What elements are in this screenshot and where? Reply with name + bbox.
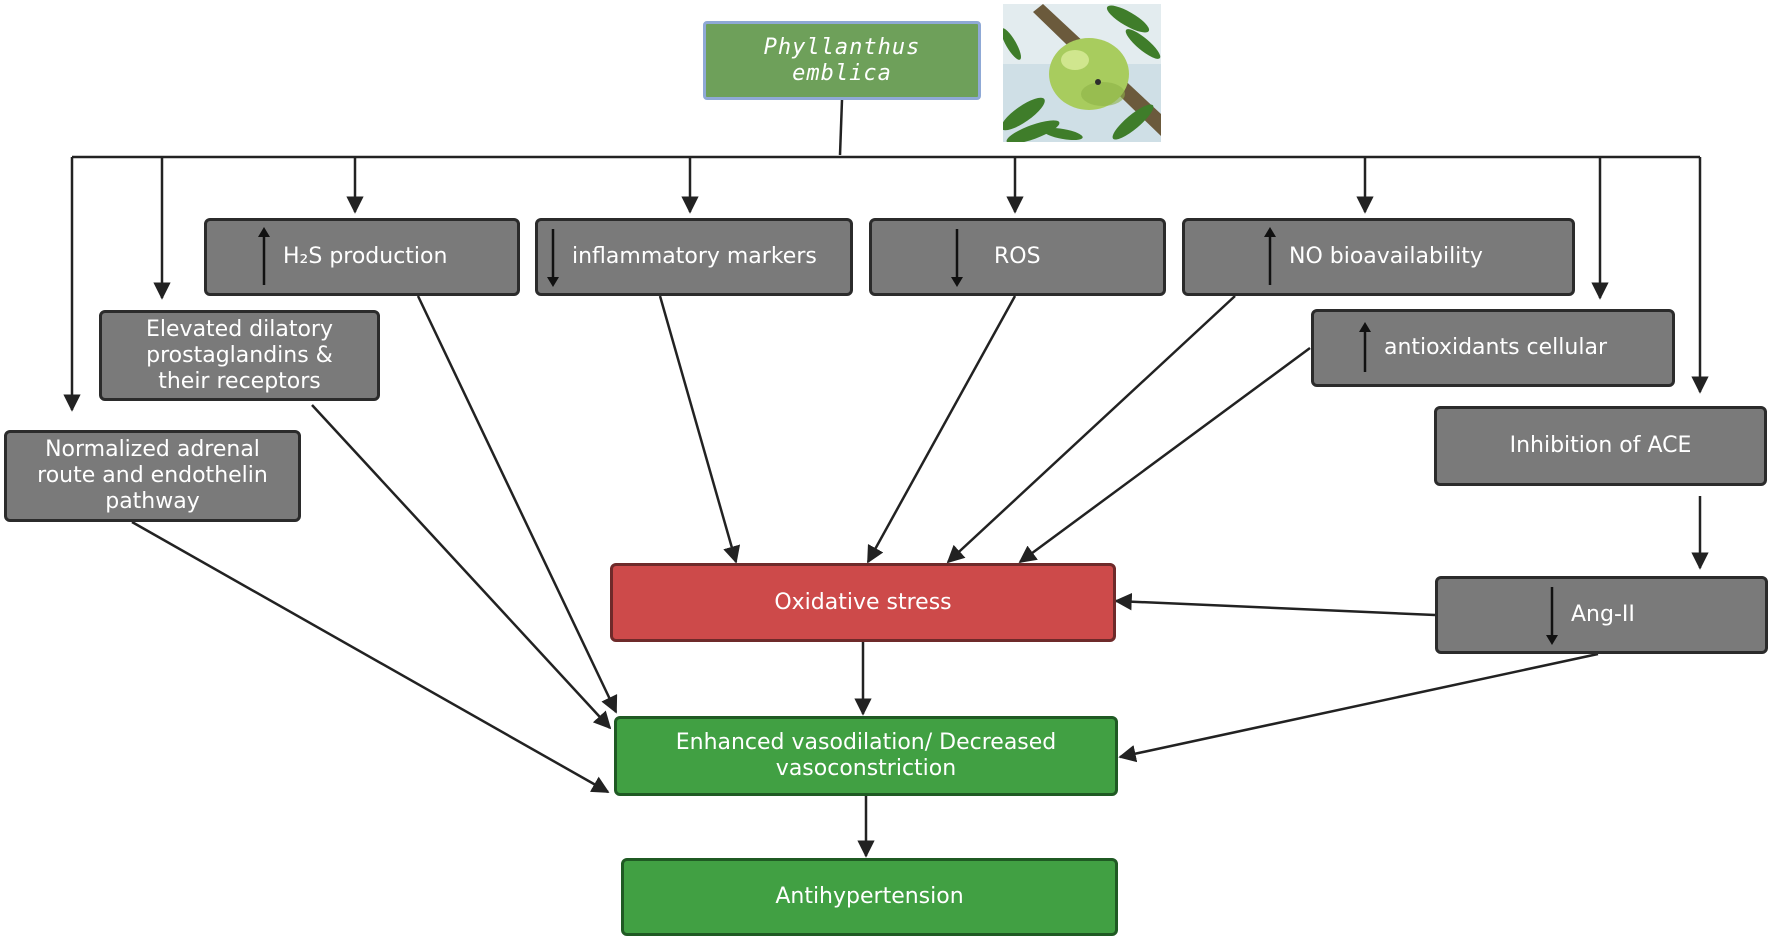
edge-ros-to-oxidative	[866, 295, 1017, 564]
down-arrow-icon	[950, 227, 964, 287]
amla-fruit-photo	[1003, 4, 1161, 142]
antioxidants-cellular-label: antioxidants cellular	[1384, 335, 1607, 360]
adrenal-label-line3: pathway	[105, 489, 200, 514]
root-label-line2: emblica	[792, 60, 892, 86]
h2s-production-label: H₂S production	[283, 244, 448, 269]
ace-inhibition-label: Inhibition of ACE	[1509, 433, 1692, 458]
prostaglandins-label-line1: Elevated dilatory	[146, 316, 333, 342]
phyllanthus-emblica-node: Phyllanthus emblica	[703, 21, 981, 100]
root-label-line1: Phyllanthus	[763, 34, 921, 60]
h2s-production-node: H₂S production	[204, 218, 520, 296]
adrenal-label-line2: route and endothelin	[37, 463, 268, 488]
ros-label: ROS	[994, 244, 1041, 269]
dilatory-prostaglandins-node: Elevated dilatory prostaglandins & their…	[99, 310, 380, 401]
edge-antioxidants-to-oxidative	[1018, 346, 1311, 564]
up-arrow-icon	[1358, 322, 1372, 374]
down-arrow-icon	[1545, 585, 1559, 645]
up-arrow-icon	[257, 227, 271, 287]
down-arrow-icon	[546, 227, 560, 287]
ang-ii-label: Ang-II	[1571, 602, 1635, 627]
edge-angii-to-oxidative	[1114, 592, 1436, 617]
antioxidants-cellular-node: antioxidants cellular	[1311, 309, 1675, 387]
antihypertension-node: Antihypertension	[621, 858, 1118, 936]
inflammatory-markers-node: inflammatory markers	[535, 218, 853, 296]
vasodilation-label-line1: Enhanced vasodilation/ Decreased	[675, 730, 1057, 755]
edge-inflammatory-to-oxidative	[658, 295, 741, 564]
root-stem	[838, 99, 844, 156]
edge-prostaglandins-to-vasodilation	[311, 404, 612, 730]
no-bioavailability-node: NO bioavailability	[1182, 218, 1575, 296]
oxidative-stress-label: Oxidative stress	[774, 589, 952, 615]
ang-ii-node: Ang-II	[1435, 576, 1768, 654]
edge-no-to-oxidative	[946, 295, 1236, 564]
edge-adrenal-to-vasodilation	[131, 520, 610, 794]
no-bioavailability-label: NO bioavailability	[1289, 244, 1483, 269]
edge-angii-to-vasodilation	[1118, 652, 1599, 763]
ace-inhibition-node: Inhibition of ACE	[1434, 406, 1767, 486]
ros-node: ROS	[869, 218, 1166, 296]
vasodilation-node: Enhanced vasodilation/ Decreased vasocon…	[614, 716, 1118, 796]
prostaglandins-label-line3: their receptors	[158, 368, 321, 394]
antihypertension-label: Antihypertension	[775, 884, 964, 909]
adrenal-label-line1: Normalized adrenal	[45, 437, 260, 462]
prostaglandins-label-line2: prostaglandins &	[146, 342, 333, 368]
vasodilation-label-line2: vasoconstriction	[775, 756, 957, 781]
inflammatory-markers-label: inflammatory markers	[572, 244, 817, 269]
oxidative-stress-node: Oxidative stress	[610, 563, 1116, 642]
edge-h2s-to-vasodilation	[416, 295, 618, 714]
adrenal-endothelin-node: Normalized adrenal route and endothelin …	[4, 430, 301, 522]
up-arrow-icon	[1263, 227, 1277, 287]
